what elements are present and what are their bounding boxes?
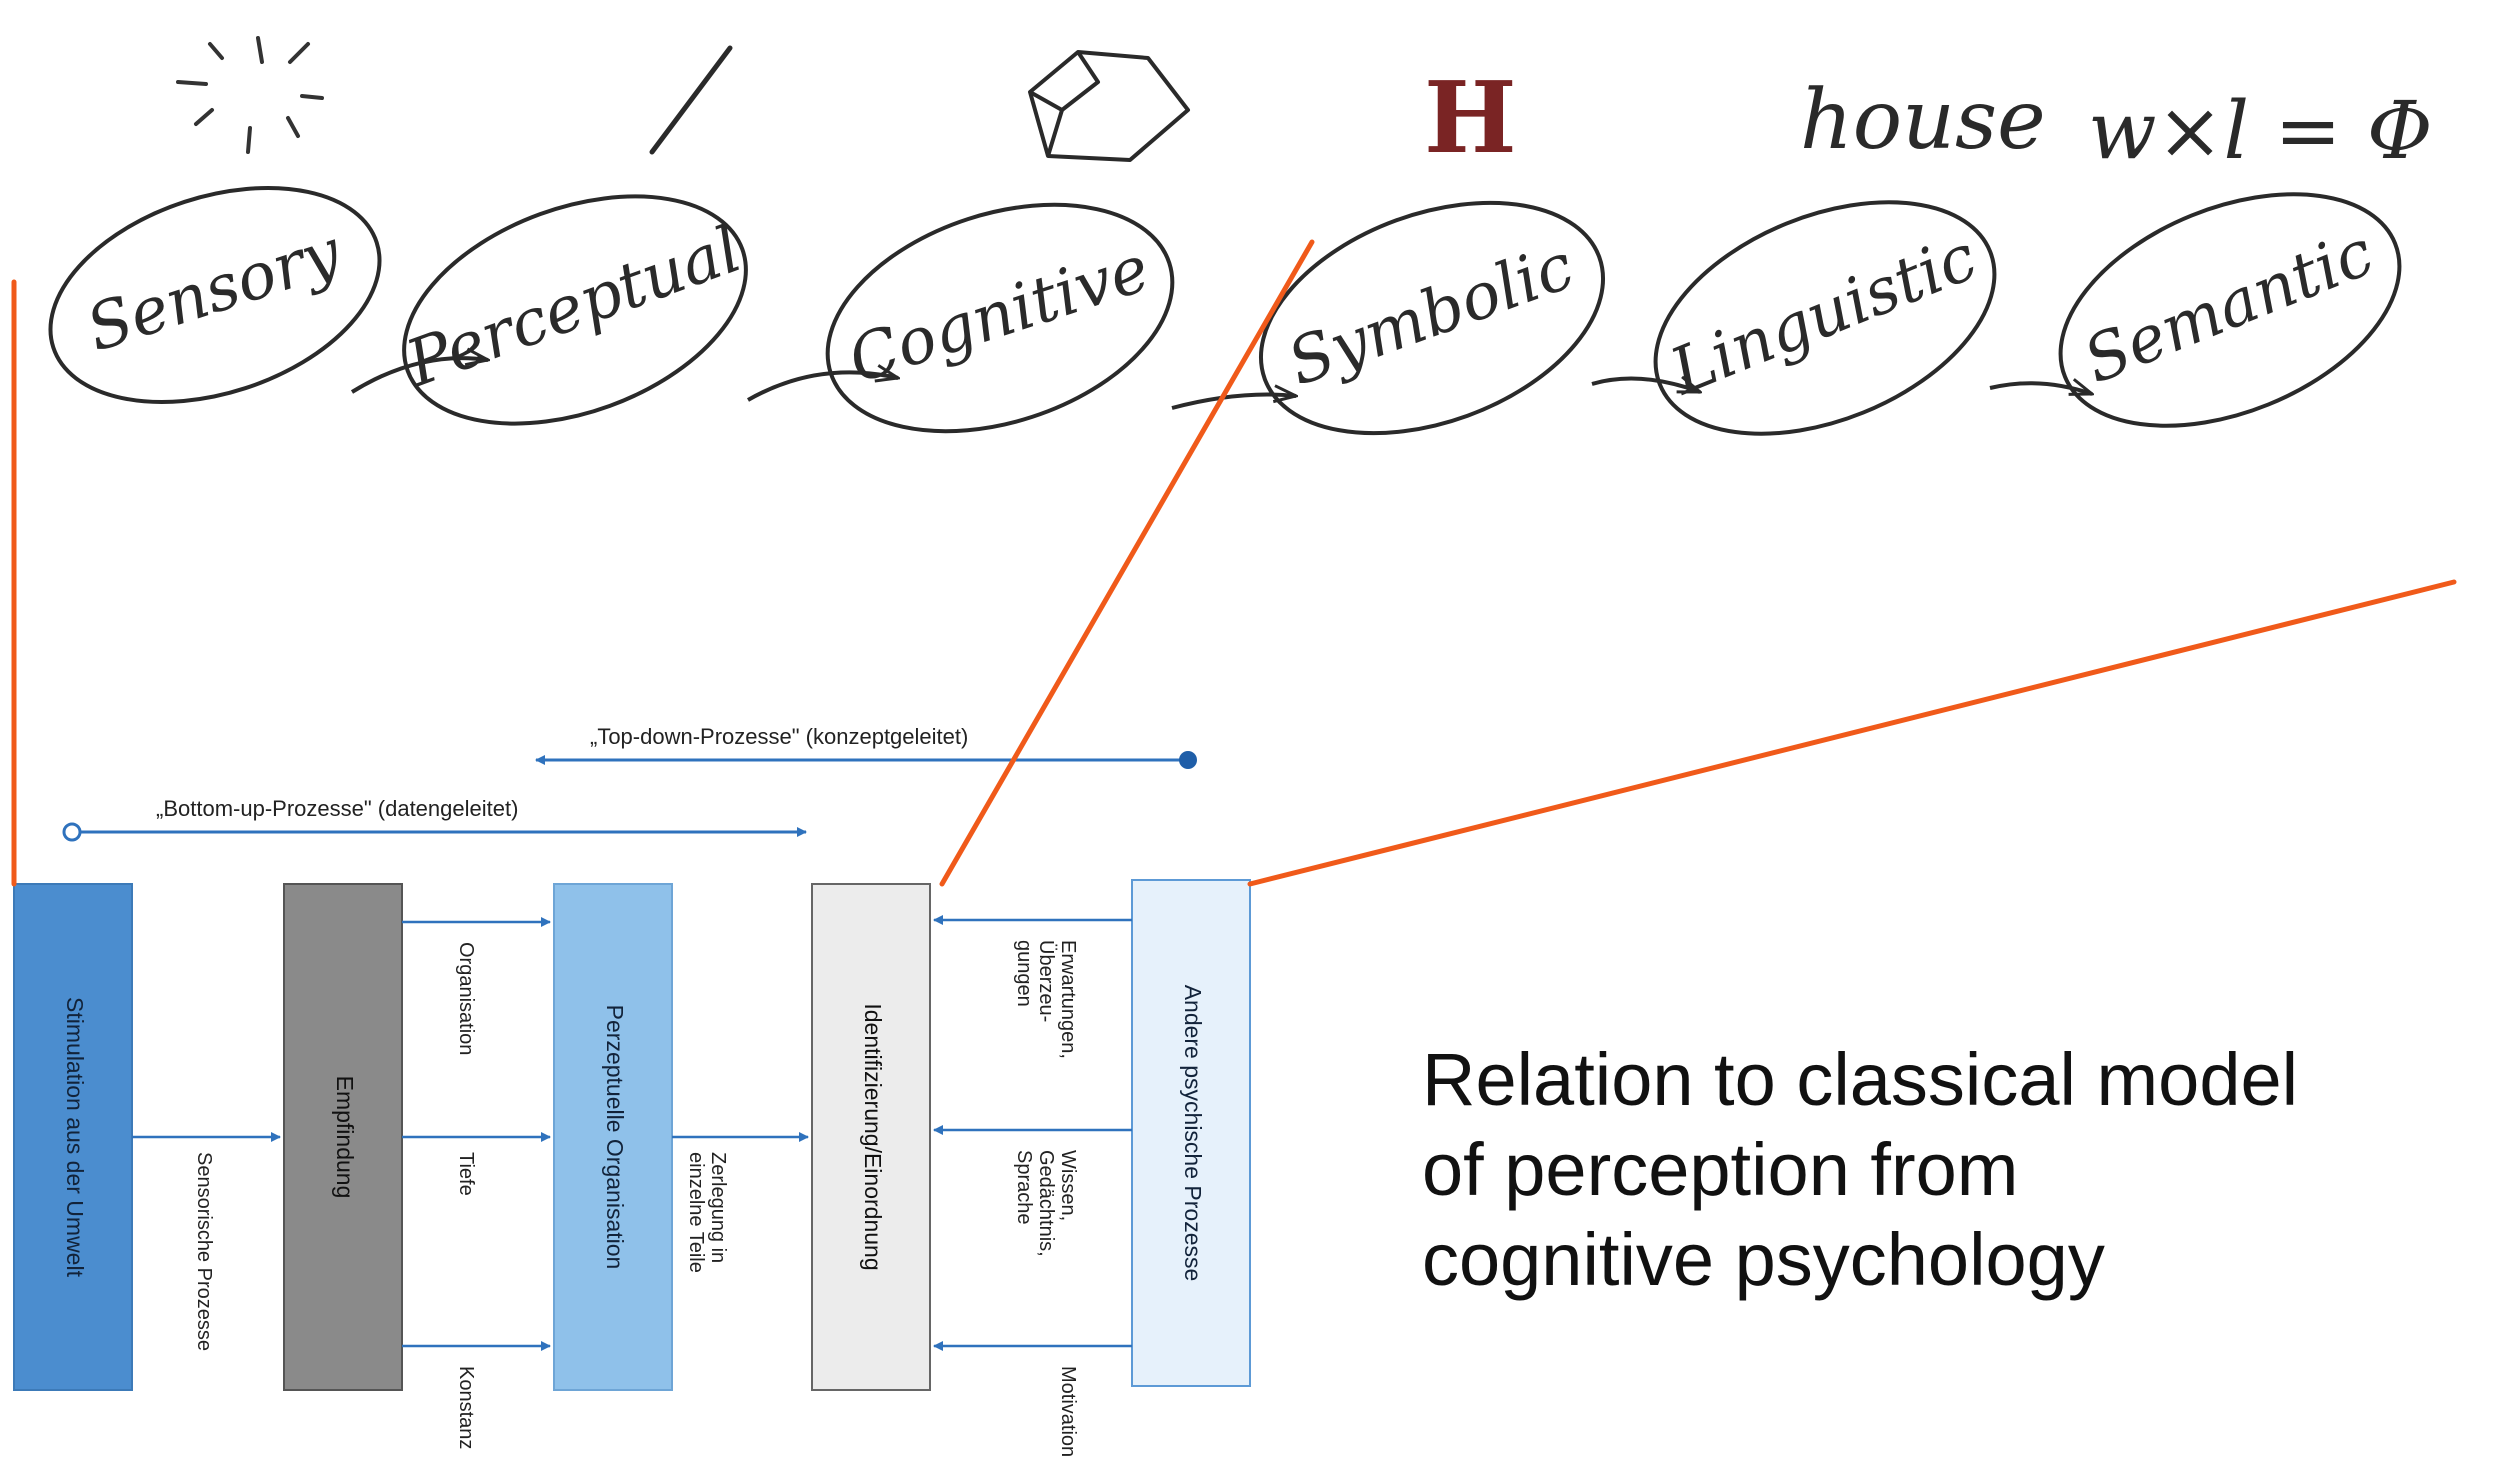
house-shape-icon — [1028, 50, 1190, 162]
top-down-label: „Top-down-Prozesse" (konzeptgeleitet) — [590, 724, 968, 749]
stage-label: Cognitive — [840, 232, 1158, 398]
connector-arrows — [132, 915, 1132, 1351]
caption: Relation to classical model of perceptio… — [1422, 1035, 2492, 1305]
label-wissen-2: Gedächtnis, — [1035, 1150, 1057, 1257]
perceptual-stroke-icon — [649, 45, 733, 155]
stage-semantic: Semantic — [2058, 192, 2402, 428]
mapping-line-cognitive — [939, 239, 1315, 887]
stage-label: Perceptual — [396, 213, 750, 402]
arrow-sensory-perceptual — [350, 358, 488, 394]
stage-perceptual: Perceptual — [396, 194, 751, 426]
stage-label: Symbolic — [1279, 230, 1583, 401]
label-erwartungen-3: gungen — [1013, 940, 1035, 1007]
stage-linguistic: Linguistic — [1653, 200, 1997, 436]
mapping-line-semantic — [1247, 579, 2457, 887]
label-organisation: Organisation — [455, 942, 477, 1055]
label-motivation: Motivation — [1057, 1366, 1079, 1457]
arrow-linguistic-semantic — [1989, 383, 2092, 396]
word-house-text: house — [1800, 73, 2046, 168]
caption-line: of perception from — [1422, 1128, 2019, 1211]
letter-h-icon: H — [1424, 61, 1517, 176]
bottom-up-arrow: „Bottom-up-Prozesse" (datengeleitet) — [62, 796, 807, 842]
box-identifizierung: Identifizierung/Einordnung — [811, 883, 931, 1391]
label-erwartungen-2: Überzeu- — [1035, 940, 1057, 1022]
arrow-cognitive-symbolic — [1171, 395, 1296, 410]
label-sensorische-prozesse: Sensorische Prozesse — [193, 1152, 215, 1351]
box-empfindung: Empfindung — [283, 883, 403, 1391]
box-label: Empfindung — [332, 1076, 358, 1199]
stage-cognitive: Cognitive — [825, 202, 1175, 434]
box-label: Perzeptuelle Organisation — [602, 1005, 628, 1270]
bottom-up-label: „Bottom-up-Prozesse" (datengeleitet) — [156, 796, 518, 821]
arrow-perceptual-cognitive — [747, 372, 898, 402]
stage-symbolic: Symbolic — [1258, 200, 1606, 436]
box-stimulation: Stimulation aus der Umwelt — [13, 883, 133, 1391]
box-label: Andere psychische Prozesse — [1180, 985, 1206, 1282]
box-label: Identifizierung/Einordnung — [860, 1003, 886, 1270]
box-andere: Andere psychische Prozesse — [1131, 879, 1251, 1387]
box-label: Stimulation aus der Umwelt — [62, 997, 88, 1278]
caption-line: Relation to classical model — [1422, 1038, 2299, 1121]
starburst-icon — [176, 36, 324, 154]
caption-line: cognitive psychology — [1422, 1218, 2105, 1301]
stage-label: Linguistic — [1660, 221, 1987, 411]
stage-arrows — [350, 358, 2092, 410]
label-wissen-3: Sprache — [1013, 1150, 1035, 1225]
stage-label: Sensory — [78, 215, 350, 366]
label-zerlegung-2: einzelne Teile — [685, 1152, 707, 1273]
box-perzeptuelle: Perzeptuelle Organisation — [553, 883, 673, 1391]
label-erwartungen-1: Erwartungen, — [1057, 940, 1079, 1059]
formula-text: w×l = Φ — [2088, 84, 2433, 177]
stage-sensory: Sensory — [48, 186, 382, 404]
label-zerlegung-1: Zerlegung in — [707, 1152, 729, 1263]
label-wissen-1: Wissen, — [1057, 1150, 1079, 1221]
label-tiefe: Tiefe — [455, 1152, 477, 1196]
stage-label: Semantic — [2074, 216, 2383, 398]
mapping-lines — [11, 239, 2457, 887]
top-down-arrow: „Top-down-Prozesse" (konzeptgeleitet) — [535, 724, 1197, 769]
arrow-symbolic-linguistic — [1591, 379, 1700, 394]
label-konstanz: Konstanz — [455, 1366, 477, 1449]
